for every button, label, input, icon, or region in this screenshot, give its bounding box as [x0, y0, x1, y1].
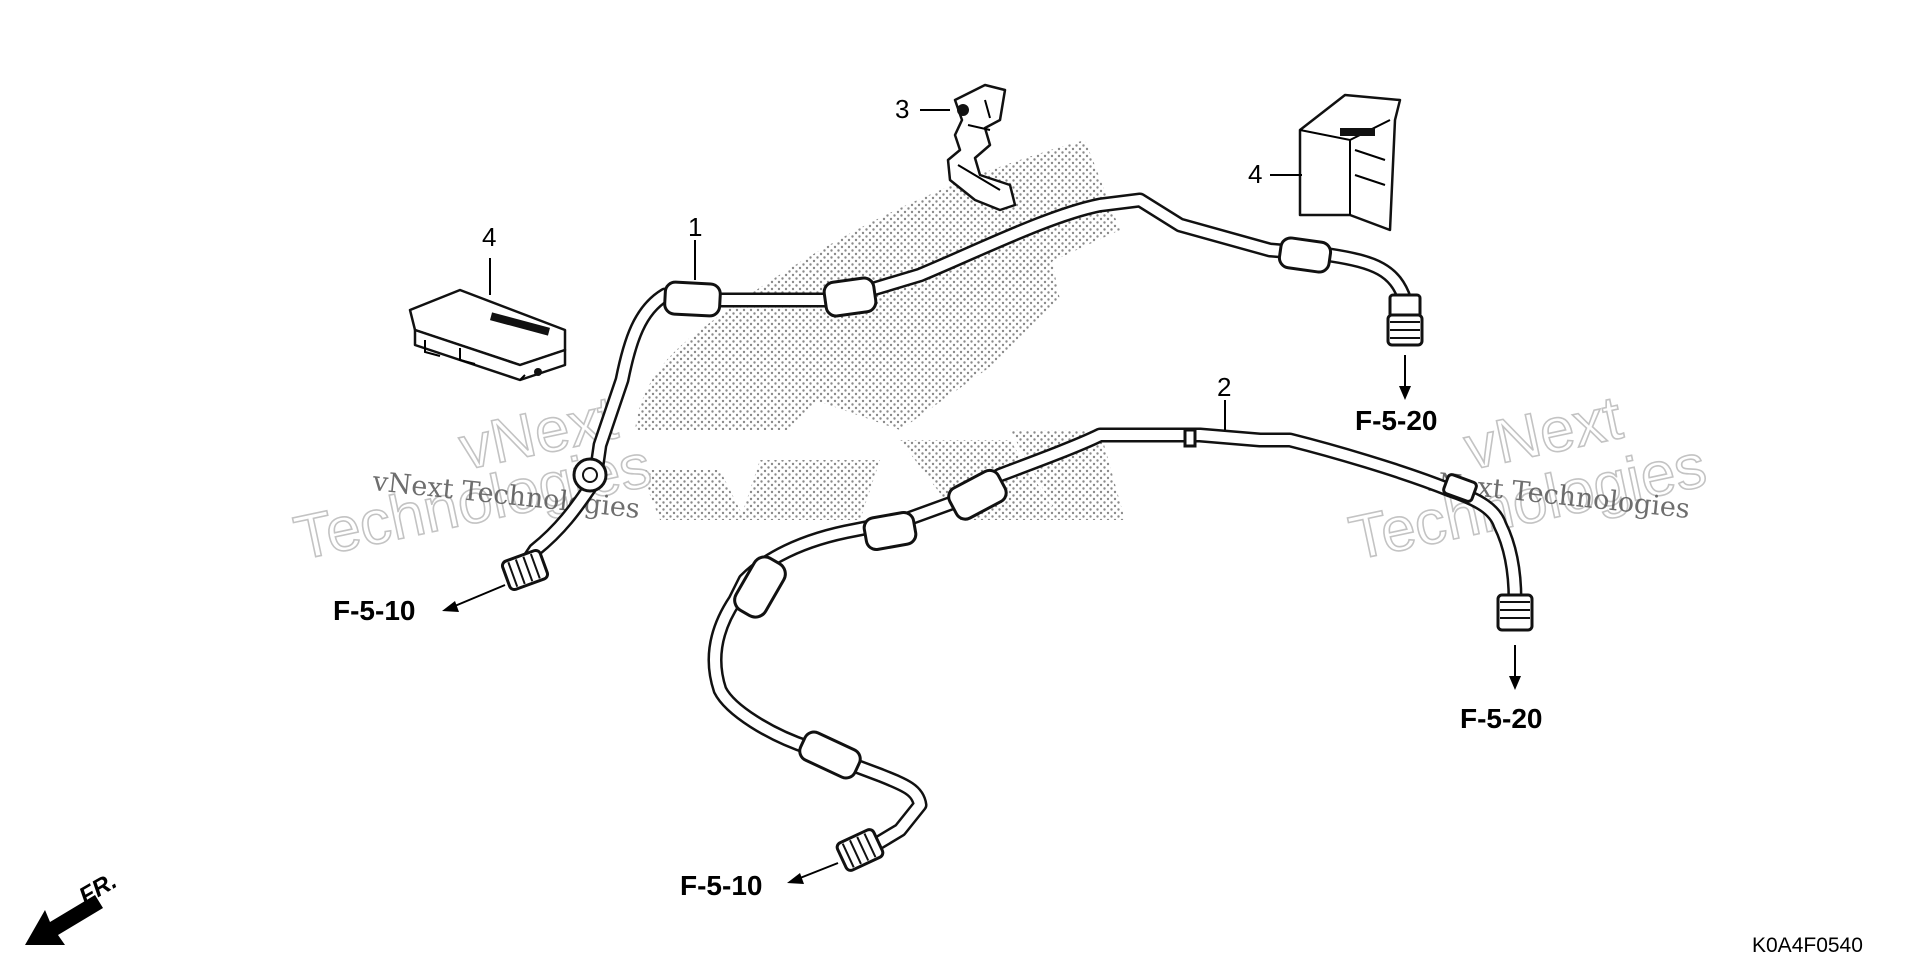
- flare-nut-icon: [1386, 313, 1424, 347]
- flare-nut-icon: [500, 548, 550, 592]
- callout-part-4-left: 4: [482, 222, 496, 252]
- callout-part-3: 3: [895, 94, 909, 124]
- pipe-clamp-part-3: [946, 83, 1017, 212]
- reference-arrows: [442, 355, 1521, 884]
- callout-part-1: 1: [688, 212, 702, 242]
- ref-pipe1-right: F-5-20: [1355, 405, 1437, 436]
- flare-nut-icon: [1496, 593, 1534, 632]
- callout-leaders: [489, 109, 1302, 430]
- pipe-clip-part-4-left: [408, 288, 567, 382]
- ref-pipe2-left: F-5-10: [680, 870, 762, 901]
- diagram-code: K0A4F0540: [1752, 934, 1863, 957]
- ref-pipe1-left: F-5-10: [333, 595, 415, 626]
- callout-part-2: 2: [1217, 372, 1231, 402]
- brake-pipe-2: [707, 427, 1534, 872]
- callout-part-4-right: 4: [1248, 159, 1262, 189]
- ref-pipe2-right: F-5-20: [1460, 703, 1542, 734]
- arrow-down-left-icon: [25, 895, 103, 945]
- flare-nut-icon: [835, 828, 885, 872]
- pipe-clip-part-4-right: [1298, 93, 1402, 232]
- brake-pipe-1: [500, 192, 1424, 592]
- front-direction-indicator: FR.: [25, 867, 121, 945]
